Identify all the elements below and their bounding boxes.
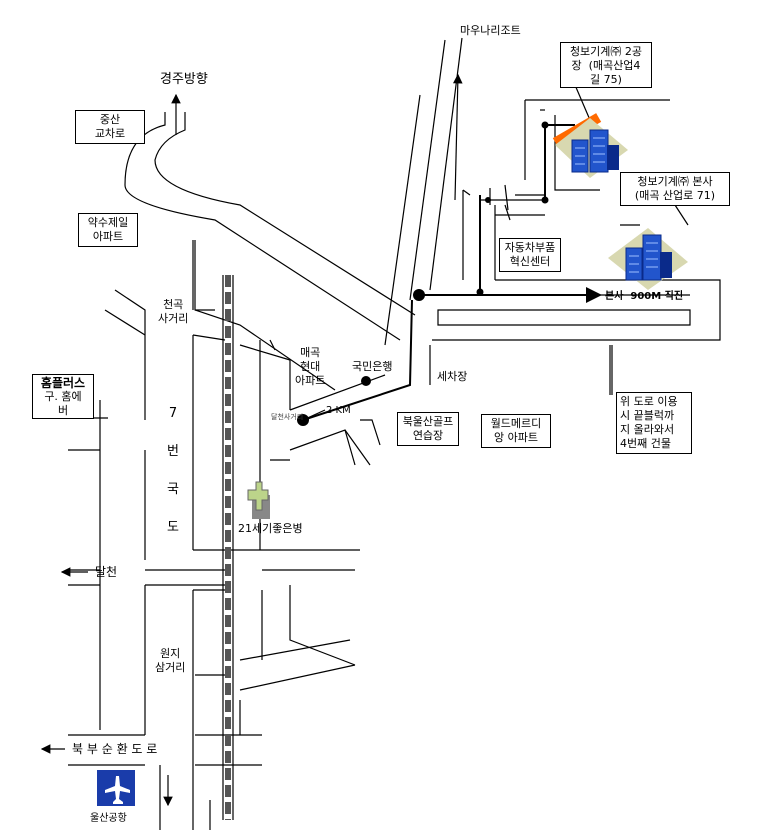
road-cheongok-4 xyxy=(192,334,226,341)
hospital-cross-icon xyxy=(247,481,270,519)
road-h-9 xyxy=(289,585,356,666)
label-hospital: 21세기좋은병 xyxy=(238,522,303,535)
road-low-3 xyxy=(239,664,356,691)
label-gyeongju-direction: 경주방향 xyxy=(160,72,208,87)
label-cheongok-crossroad: 천곡 사거리 xyxy=(158,298,189,325)
label-route-7: 7 번 국 도 xyxy=(167,406,179,535)
road-parts-3 xyxy=(432,279,721,341)
road-cheongok-7 xyxy=(194,240,336,391)
junction-dot-small-1 xyxy=(476,288,484,296)
label-kookmin-bank: 국민은행 xyxy=(352,360,393,373)
road-bank-3 xyxy=(344,429,371,466)
label-car-wash: 세차장 xyxy=(437,370,468,383)
road-golf xyxy=(360,419,381,446)
road-gyeongju-curve-inner xyxy=(154,112,416,316)
label-maegok-hyundai-apartment: 매곡 현대 아파트 xyxy=(295,346,326,387)
label-north-ring-road: 북 부 순 환 도 로 xyxy=(72,742,158,756)
airplane-icon xyxy=(97,770,135,806)
label-homeplus: 홈플러스 xyxy=(40,376,86,390)
label-road-note: 위 도로 이용 시 끝블럭까 지 올라와서 4번째 건물 xyxy=(616,392,692,454)
road-parts-2 xyxy=(437,309,691,326)
pointer-2km xyxy=(302,409,326,421)
label-hq-address: 청보기계㈜ 본사 (매곡 산업로 71) xyxy=(620,172,730,206)
direction-arrows xyxy=(40,73,689,807)
junction-dot-bank xyxy=(361,376,371,386)
junction-dot-small-2 xyxy=(541,196,549,204)
road-cheongok-1 xyxy=(114,289,146,420)
junction-dot-small-3 xyxy=(541,121,549,129)
label-auto-parts-center: 자동차부품 혁신센터 xyxy=(499,238,561,272)
road-cheongok-5 xyxy=(239,344,291,410)
road-low-2 xyxy=(239,639,351,661)
road-cheongok-2 xyxy=(104,309,146,336)
label-world-meridian-apartment: 월드메르디 앙 아파트 xyxy=(481,414,551,448)
label-jungsan-intersection: 중산 교차로 xyxy=(75,110,145,144)
road-parts-17 xyxy=(462,189,471,196)
label-dalcheon: 달천 xyxy=(95,565,118,579)
label-factory2-address: 청보기계㈜ 2공 장 (매곡산업4 길 75) xyxy=(560,42,652,88)
pointer-hq xyxy=(674,204,689,226)
label-2km: 2 KM xyxy=(326,405,351,416)
road-mauna-3 xyxy=(429,37,463,291)
junction-dot-small-4 xyxy=(485,197,491,203)
arrow-mauna xyxy=(452,73,463,201)
roads xyxy=(68,37,721,830)
label-homeplus-former: 구. 홈에 버 xyxy=(44,390,82,417)
road-bank-2 xyxy=(289,429,356,466)
road-2km xyxy=(302,299,413,421)
railway xyxy=(222,275,234,820)
label-hq-900m-straight: 본사 900M 직진 xyxy=(605,291,684,302)
building-icon-hq xyxy=(608,228,688,290)
junction-dot-main xyxy=(413,289,425,301)
pointer-factory2 xyxy=(574,84,591,121)
label-mauna-resort: 마우나리조트 xyxy=(460,24,521,37)
label-dalcheon-intersection: 달천사거리 xyxy=(271,413,304,421)
label-wonji-junction: 원지 삼거리 xyxy=(155,647,186,674)
box-homeplus: 홈플러스 구. 홈에 버 xyxy=(32,374,94,419)
label-yaksu-apartment: 약수제일 아파트 xyxy=(78,213,138,247)
building-icon-factory2 xyxy=(555,118,628,178)
label-golf-range: 북울산골프 연습장 xyxy=(397,412,459,446)
road-mauna-1 xyxy=(384,94,421,346)
label-ulsan-airport: 울산공항 xyxy=(90,813,127,824)
road-mauna-2 xyxy=(409,39,446,301)
